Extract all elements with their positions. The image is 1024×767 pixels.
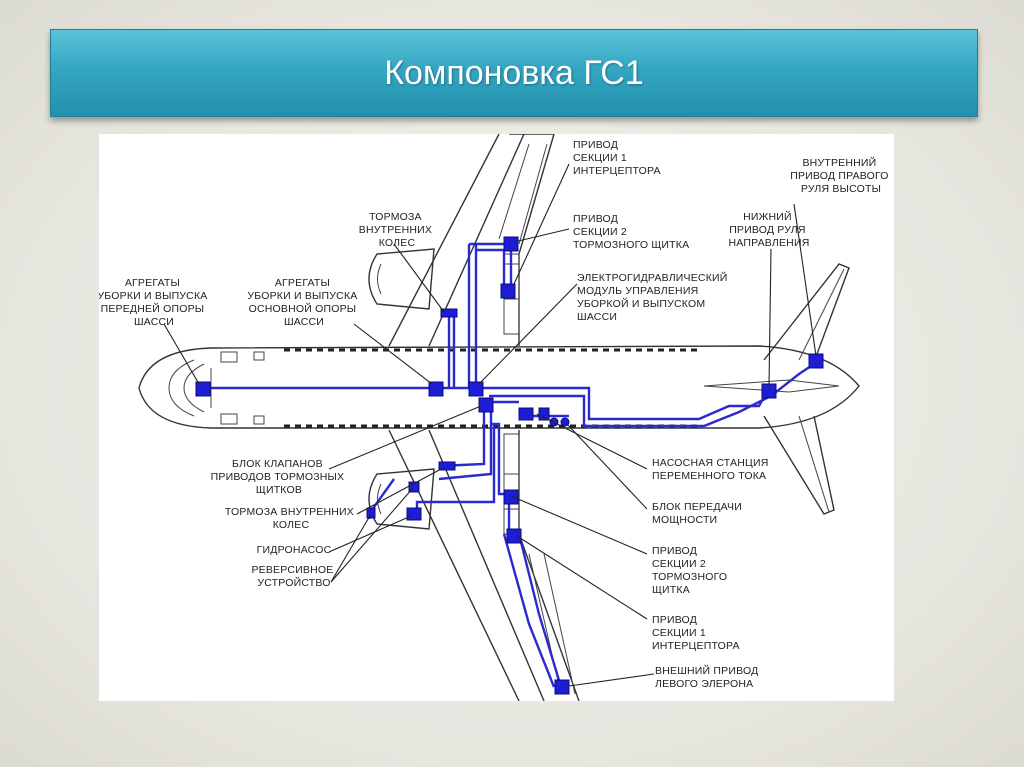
label-hydro-pump: ГИДРОНАСОС — [257, 544, 332, 556]
spoiler-valve-block — [478, 397, 494, 413]
inner-brakes-top — [440, 308, 458, 318]
spoiler2-actuator-top — [503, 236, 519, 252]
title-bar: Компоновка ГС1 — [50, 29, 978, 117]
inner-brakes-bottom — [438, 461, 456, 471]
main-gear-unit — [428, 381, 444, 397]
label-inner-brakes-top: ТОРМОЗА ВНУТРЕННИХ КОЛЕС — [359, 211, 436, 249]
label-inner-brakes-bottom: ТОРМОЗА ВНУТРЕННИХ КОЛЕС — [225, 506, 357, 531]
right-wing — [388, 134, 555, 347]
label-spoiler1-top: ПРИВОД СЕКЦИИ 1 ИНТЕРЦЕПТОРА — [573, 139, 661, 177]
label-spoiler1-bottom: ПРИВОД СЕКЦИИ 1 ИНТЕРЦЕПТОРА — [652, 614, 740, 652]
pump-station-a — [518, 407, 534, 421]
elevator-actuator — [808, 353, 824, 369]
rudder-actuator — [761, 383, 777, 399]
fuselage — [138, 345, 860, 429]
label-left-aileron: ВНЕШНИЙ ПРИВОД ЛЕВОГО ЭЛЕРОНА — [655, 664, 762, 690]
labels: АГРЕГАТЫ УБОРКИ И ВЫПУСКА ПЕРЕДНЕЙ ОПОРЫ… — [99, 139, 892, 690]
label-gear-module: ЭЛЕКТРОГИДРАВЛИЧЕСКИЙ МОДУЛЬ УПРАВЛЕНИЯ … — [577, 271, 731, 323]
spoiler2-actuator-bottom — [503, 489, 519, 505]
label-right-elevator: ВНУТРЕННИЙ ПРИВОД ПРАВОГО РУЛЯ ВЫСОТЫ — [790, 156, 892, 195]
label-ac-pump-station: НАСОСНАЯ СТАНЦИЯ ПЕРЕМЕННОГО ТОКА — [652, 457, 772, 482]
pump-station-b — [538, 407, 550, 421]
left-aileron-actuator — [554, 679, 570, 695]
aircraft-hydraulic-diagram: АГРЕГАТЫ УБОРКИ И ВЫПУСКА ПЕРЕДНЕЙ ОПОРЫ… — [99, 134, 894, 701]
reverser-unit — [408, 481, 420, 493]
reverser-unit-2 — [366, 507, 376, 519]
label-ptu: БЛОК ПЕРЕДАЧИ МОЩНОСТИ — [652, 501, 745, 526]
label-spoiler2-bottom: ПРИВОД СЕКЦИИ 2 ТОРМОЗНОГО ЩИТКА — [652, 545, 730, 596]
hydro-pump-unit — [406, 507, 422, 521]
slide-title: Компоновка ГС1 — [384, 53, 644, 92]
label-rudder: НИЖНИЙ ПРИВОД РУЛЯ НАПРАВЛЕНИЯ — [728, 210, 809, 249]
label-thrust-reverser: РЕВЕРСИВНОЕ УСТРОЙСТВО — [251, 564, 336, 589]
spoiler1-actuator-bottom — [506, 528, 522, 544]
tail-lower — [763, 415, 835, 515]
tail-upper — [763, 263, 850, 363]
gear-control-module — [468, 381, 484, 397]
label-main-gear: АГРЕГАТЫ УБОРКИ И ВЫПУСКА ОСНОВНОЙ ОПОРЫ… — [247, 277, 360, 328]
spoiler1-actuator-top — [500, 283, 516, 299]
aircraft-schematic: АГРЕГАТЫ УБОРКИ И ВЫПУСКА ПЕРЕДНЕЙ ОПОРЫ… — [99, 134, 892, 701]
label-nose-gear: АГРЕГАТЫ УБОРКИ И ВЫПУСКА ПЕРЕДНЕЙ ОПОРЫ… — [99, 277, 211, 328]
leader-lines — [163, 163, 817, 687]
label-speedbrake-valves: БЛОК КЛАПАНОВ ПРИВОДОВ ТОРМОЗНЫХ ЩИТКОВ — [211, 458, 348, 496]
nose-gear-unit — [195, 381, 211, 397]
right-engine — [368, 248, 435, 310]
label-spoiler2-top: ПРИВОД СЕКЦИИ 2 ТОРМОЗНОГО ЩИТКА — [573, 213, 689, 251]
